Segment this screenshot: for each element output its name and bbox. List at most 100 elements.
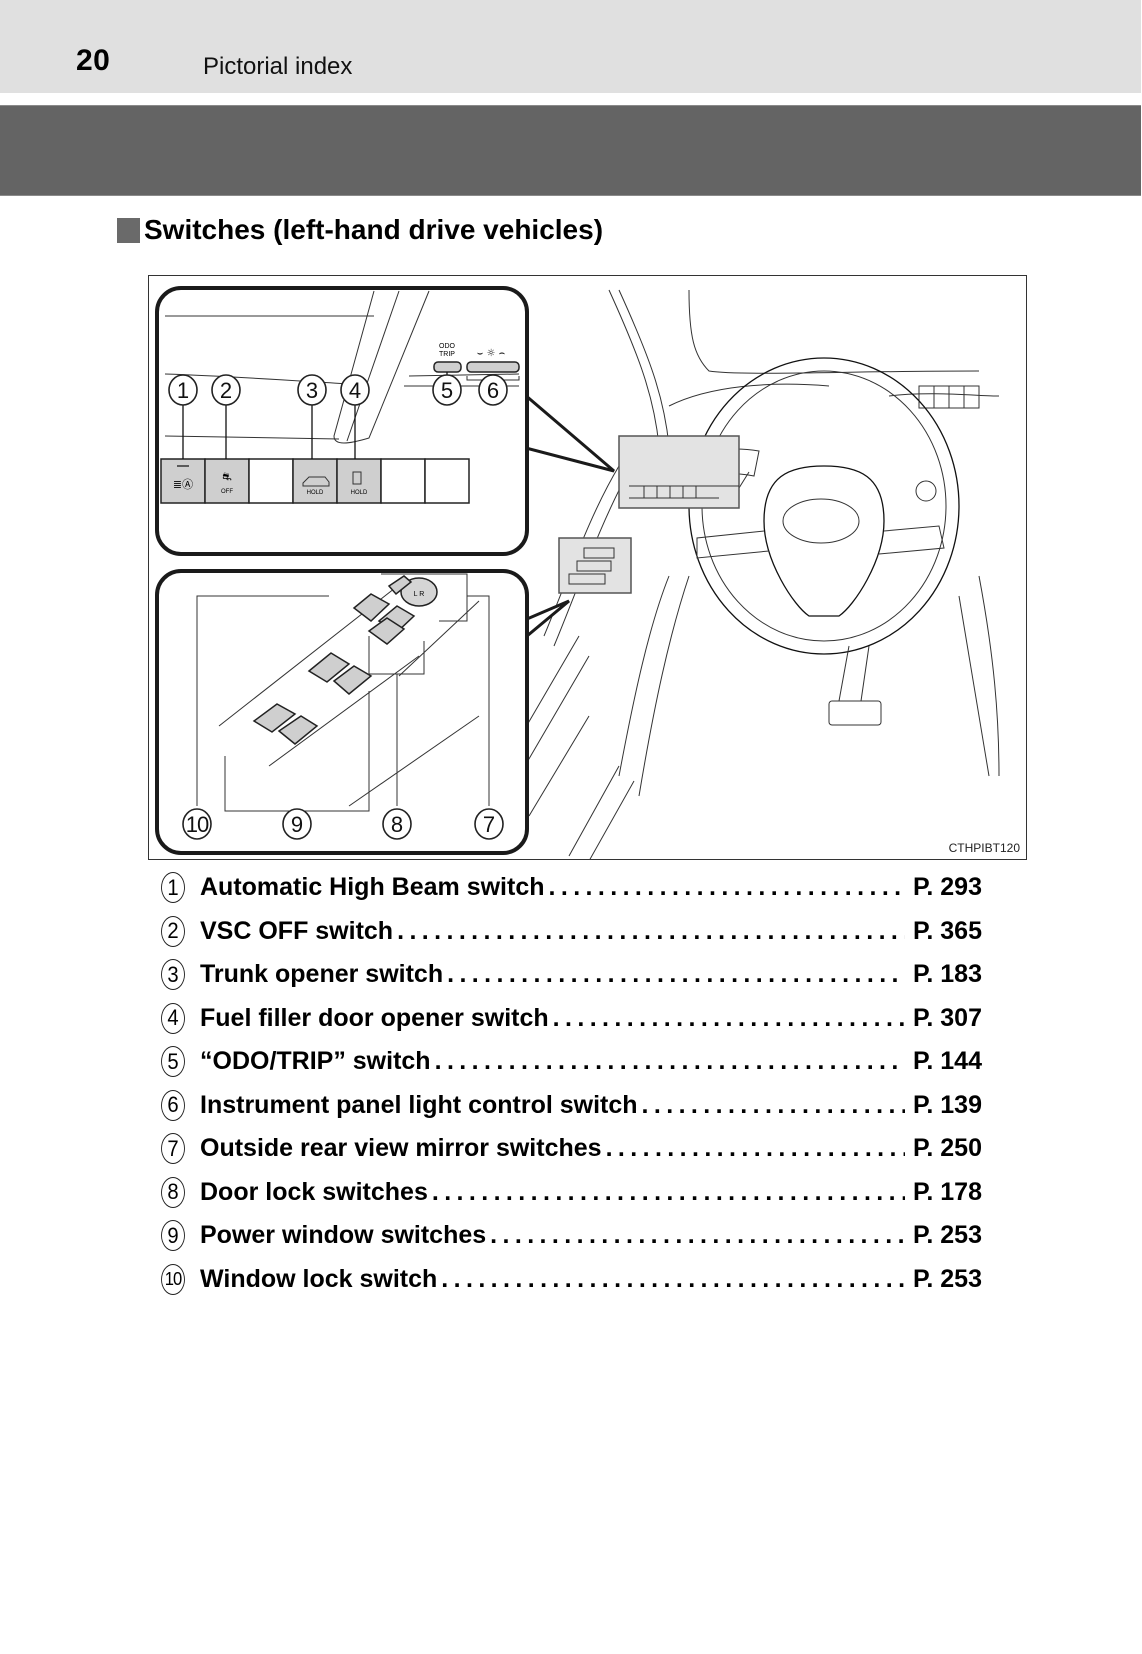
auto-high-beam-icon: ≣Ⓐ — [173, 478, 193, 491]
trunk-hold-text: HOLD — [307, 490, 324, 496]
dot-leader: ........................................… — [552, 1003, 905, 1032]
mirror-adjust-knob — [400, 577, 438, 607]
dot-leader: ........................................… — [431, 1177, 905, 1206]
odo-label: ODO — [439, 343, 456, 350]
dot-leader: ........................................… — [434, 1047, 905, 1076]
legend-row: 10 Window lock switch....................… — [160, 1258, 982, 1302]
power-window-front-left — [307, 652, 351, 683]
illustration-svg: ODO TRIP ⌣ ☼ ⌢ ≣Ⓐ ⛐ OFF HOLD — [155, 286, 1000, 859]
top-callout-2: 2 — [211, 374, 241, 406]
trip-label: TRIP — [439, 351, 455, 358]
section-marker-icon — [117, 218, 140, 243]
door-switch-location-highlight — [558, 537, 632, 594]
dot-leader: ........................................… — [490, 1221, 905, 1250]
switch-illustration: ODO TRIP ⌣ ☼ ⌢ ≣Ⓐ ⛐ OFF HOLD — [148, 275, 1027, 860]
figure-code: CTHPIBT120 — [948, 841, 1020, 855]
dot-leader: ........................................… — [397, 916, 905, 945]
switch-legend-list: 1 Automatic High Beam switch.............… — [160, 866, 982, 1301]
vsc-off-icon: ⛐ — [222, 470, 232, 483]
item-number-badge: 10 — [161, 1263, 185, 1295]
page-reference-link[interactable]: P. 183 — [912, 960, 982, 989]
top-callout-4: 4 — [340, 374, 370, 406]
panel-light-control-button — [466, 361, 520, 373]
power-window-rear-right — [277, 715, 319, 745]
switch-row: ≣Ⓐ ⛐ OFF HOLD HOLD — [160, 458, 470, 504]
legend-row: 3 Trunk opener switch....................… — [160, 953, 982, 997]
item-number-badge: 2 — [161, 915, 185, 947]
svg-text:8: 8 — [391, 812, 403, 837]
bottom-callout-9: 9 — [282, 808, 312, 840]
top-callout-5: 5 — [432, 374, 462, 406]
legend-row: 9 Power window switches..................… — [160, 1214, 982, 1258]
fuel-door-switch — [336, 458, 382, 504]
dot-leader: ........................................… — [605, 1134, 905, 1163]
item-label: Fuel filler door opener switch — [200, 1003, 549, 1032]
header-dark-band — [0, 105, 1141, 196]
svg-text:1: 1 — [177, 378, 189, 403]
item-label: Instrument panel light control switch — [200, 1090, 638, 1119]
legend-row: 8 Door lock switches.....................… — [160, 1171, 982, 1215]
item-number-badge: 5 — [161, 1046, 185, 1078]
section-title: Pictorial index — [203, 53, 353, 80]
dashboard-drawing — [496, 289, 1000, 859]
vsc-off-text: OFF — [221, 489, 233, 495]
bottom-callout-numbers: 10 9 8 7 — [182, 808, 504, 840]
item-number-badge: 3 — [161, 959, 185, 991]
page-reference-link[interactable]: P. 139 — [912, 1090, 982, 1119]
svg-text:10: 10 — [186, 812, 209, 837]
dot-leader: ........................................… — [447, 960, 905, 989]
legend-row: 5 “ODO/TRIP” switch......................… — [160, 1040, 982, 1084]
item-label: Power window switches — [200, 1221, 487, 1250]
legend-row: 1 Automatic High Beam switch.............… — [160, 866, 982, 910]
page-number: 20 — [76, 44, 111, 77]
item-number-badge: 8 — [161, 1176, 185, 1208]
item-label: Automatic High Beam switch — [200, 873, 545, 902]
fuel-hold-text: HOLD — [351, 490, 368, 496]
top-callout-1: 1 — [168, 374, 198, 406]
bottom-callout-8: 8 — [382, 808, 412, 840]
item-label: Trunk opener switch — [200, 960, 444, 989]
top-callout-6: 6 — [478, 374, 508, 406]
item-number-badge: 9 — [161, 1220, 185, 1252]
vsc-off-switch — [204, 458, 250, 504]
dot-leader: ........................................… — [548, 873, 905, 902]
door-lock-switch-unlock — [367, 617, 406, 645]
svg-text:4: 4 — [349, 378, 361, 403]
svg-text:2: 2 — [220, 378, 232, 403]
top-callout-panel: ODO TRIP ⌣ ☼ ⌢ ≣Ⓐ ⛐ OFF HOLD — [155, 286, 529, 556]
page-reference-link[interactable]: P. 253 — [912, 1221, 982, 1250]
mirror-fold-switch — [387, 575, 413, 596]
page-reference-link[interactable]: P. 365 — [912, 916, 982, 945]
header-band: 20 Pictorial index — [0, 0, 1141, 93]
dot-leader: ........................................… — [441, 1264, 905, 1293]
top-callout-3: 3 — [297, 374, 327, 406]
item-label: Window lock switch — [200, 1264, 438, 1293]
page-reference-link[interactable]: P. 307 — [912, 1003, 982, 1032]
page-reference-link[interactable]: P. 293 — [912, 873, 982, 902]
item-number-badge: 7 — [161, 1133, 185, 1165]
panel-light-icon: ⌣ ☼ ⌢ — [477, 348, 505, 359]
page-reference-link[interactable]: P. 250 — [912, 1134, 982, 1163]
item-number-badge: 1 — [161, 872, 185, 904]
item-label: Door lock switches — [200, 1177, 428, 1206]
power-window-rear-left — [252, 703, 297, 733]
fuel-door-icon — [352, 471, 362, 485]
bottom-callout-7: 7 — [474, 808, 504, 840]
section-heading: Switches (left-hand drive vehicles) — [144, 214, 604, 245]
trunk-icon — [302, 476, 330, 487]
odo-trip-button — [433, 361, 462, 373]
page-reference-link[interactable]: P. 144 — [912, 1047, 982, 1076]
page-reference-link[interactable]: P. 178 — [912, 1177, 982, 1206]
switch-location-highlight — [618, 435, 740, 509]
svg-text:7: 7 — [483, 812, 495, 837]
item-number-badge: 4 — [161, 1002, 185, 1034]
bottom-callout-10: 10 — [182, 808, 212, 840]
trunk-opener-switch — [292, 458, 338, 504]
page-reference-link[interactable]: P. 253 — [912, 1264, 982, 1293]
item-label: Outside rear view mirror switches — [200, 1134, 602, 1163]
item-label: “ODO/TRIP” switch — [200, 1047, 431, 1076]
svg-text:9: 9 — [291, 812, 303, 837]
